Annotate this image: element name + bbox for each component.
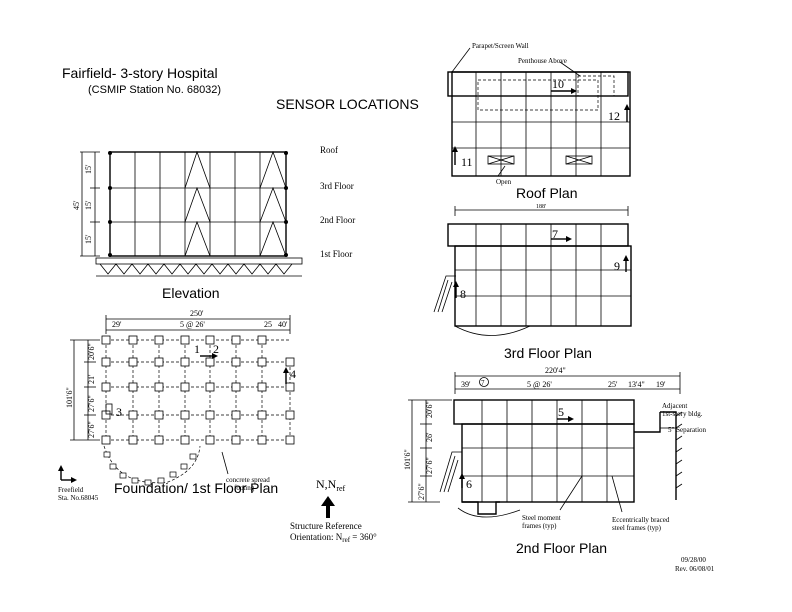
second-span-1: 39' (461, 380, 471, 389)
elevation-dim-total: 45' (72, 200, 81, 210)
note-separation: 5" Separation (668, 426, 707, 434)
second-floor-plan-caption: 2nd Floor Plan (516, 540, 607, 556)
foundation-top-dim: 250' (190, 309, 204, 318)
third-floor-plan-drawing (433, 206, 632, 336)
elevation-dim-3rd: 15' (84, 200, 93, 210)
note-braced-frames-2: steel frames (typ) (612, 524, 662, 532)
reference-line-2: Orientation: Nref = 360° (290, 532, 377, 544)
sensor-label-6: 6 (466, 477, 472, 491)
second-floor-plan-drawing (408, 372, 683, 518)
roof-note-parapet: Parapet/Screen Wall (472, 42, 529, 50)
footing-note-2: footing (234, 484, 255, 492)
third-floor-plan-caption: 3rd Floor Plan (504, 345, 592, 361)
freefield-label: Freefield (58, 486, 84, 494)
sensor-label-11: 11 (461, 155, 473, 169)
second-floor-top-dim: 220'4" (545, 366, 566, 375)
third-floor-top-dim: 188' (536, 204, 546, 210)
level-label-3rd: 3rd Floor (320, 181, 354, 191)
elevation-drawing (80, 150, 303, 277)
revision-date: Rev. 06/08/01 (675, 565, 715, 573)
drawing-date: 09/28/00 (681, 556, 706, 564)
foundation-total-dim: 101'6" (65, 387, 74, 408)
sensor-label-8: 8 (460, 287, 466, 301)
second-grid-mark: 7 (481, 379, 485, 387)
elevation-caption: Elevation (162, 285, 220, 301)
second-left-dim-4: 27'6" (417, 483, 426, 500)
sensor-label-2: 2 (213, 342, 219, 356)
sensor-label-3: 3 (116, 405, 122, 419)
foundation-span-2: 5 @ 26' (180, 320, 205, 329)
foundation-plan-caption: Foundation/ 1st Floor Plan (114, 480, 278, 496)
reference-line-1: Structure Reference (290, 521, 362, 531)
foundation-span-3: 25 (264, 320, 272, 329)
foundation-span-4: 40' (278, 320, 288, 329)
second-left-dim-1: 20'6" (425, 401, 434, 418)
second-total-dim: 101'6" (403, 449, 412, 470)
sensor-label-10: 10 (552, 77, 564, 91)
foundation-span-1: 29' (112, 320, 122, 329)
second-left-dim-3: 27'6" (425, 457, 434, 474)
second-span-2: 5 @ 26' (527, 380, 552, 389)
elevation-dim-roof: 15' (84, 164, 93, 174)
foundation-left-dim-2: 21' (87, 374, 96, 384)
sensor-label-1: 1 (194, 342, 200, 356)
foundation-left-dim-3: 27'6" (87, 395, 96, 412)
sensor-label-7: 7 (552, 227, 558, 241)
level-label-2nd: 2nd Floor (320, 215, 355, 225)
foundation-left-dim-4: 27'6" (87, 421, 96, 438)
sensor-label-12: 12 (608, 109, 620, 123)
roof-plan-drawing (447, 47, 631, 177)
north-label: N,Nref (316, 477, 346, 493)
note-moment-frames-1: Steel moment (522, 514, 561, 522)
footing-note-1: concrete spread (226, 476, 270, 484)
sensor-label-4: 4 (290, 367, 296, 381)
foundation-left-dim-1: 20'6" (87, 343, 96, 360)
sensor-label-9: 9 (614, 259, 620, 273)
roof-note-penthouse: Penthouse Above (518, 57, 567, 65)
note-moment-frames-2: frames (typ) (522, 522, 557, 530)
note-adjacent: Adjacent (662, 402, 687, 410)
station-number: (CSMIP Station No. 68032) (88, 84, 221, 96)
level-label-1st: 1st Floor (320, 249, 352, 259)
second-span-5: 19' (656, 380, 666, 389)
north-arrow-icon (321, 496, 335, 518)
level-label-roof: Roof (320, 145, 338, 155)
sensor-label-5: 5 (558, 405, 564, 419)
second-left-dim-2: 26' (425, 432, 434, 442)
sensor-locations-heading: SENSOR LOCATIONS (276, 96, 419, 112)
elevation-dim-2nd: 15' (84, 234, 93, 244)
roof-note-open: Open (496, 178, 512, 186)
roof-plan-caption: Roof Plan (516, 185, 577, 201)
freefield-station: Sta. No.68045 (58, 494, 99, 502)
note-adjacent-bldg: 1st-story bldg. (662, 410, 703, 418)
station-title: Fairfield- 3-story Hospital (62, 65, 218, 81)
note-braced-frames-1: Eccentrically braced (612, 516, 670, 524)
foundation-plan-drawing (58, 315, 295, 486)
second-span-4: 13'4" (628, 380, 645, 389)
second-span-3: 25' (608, 380, 618, 389)
